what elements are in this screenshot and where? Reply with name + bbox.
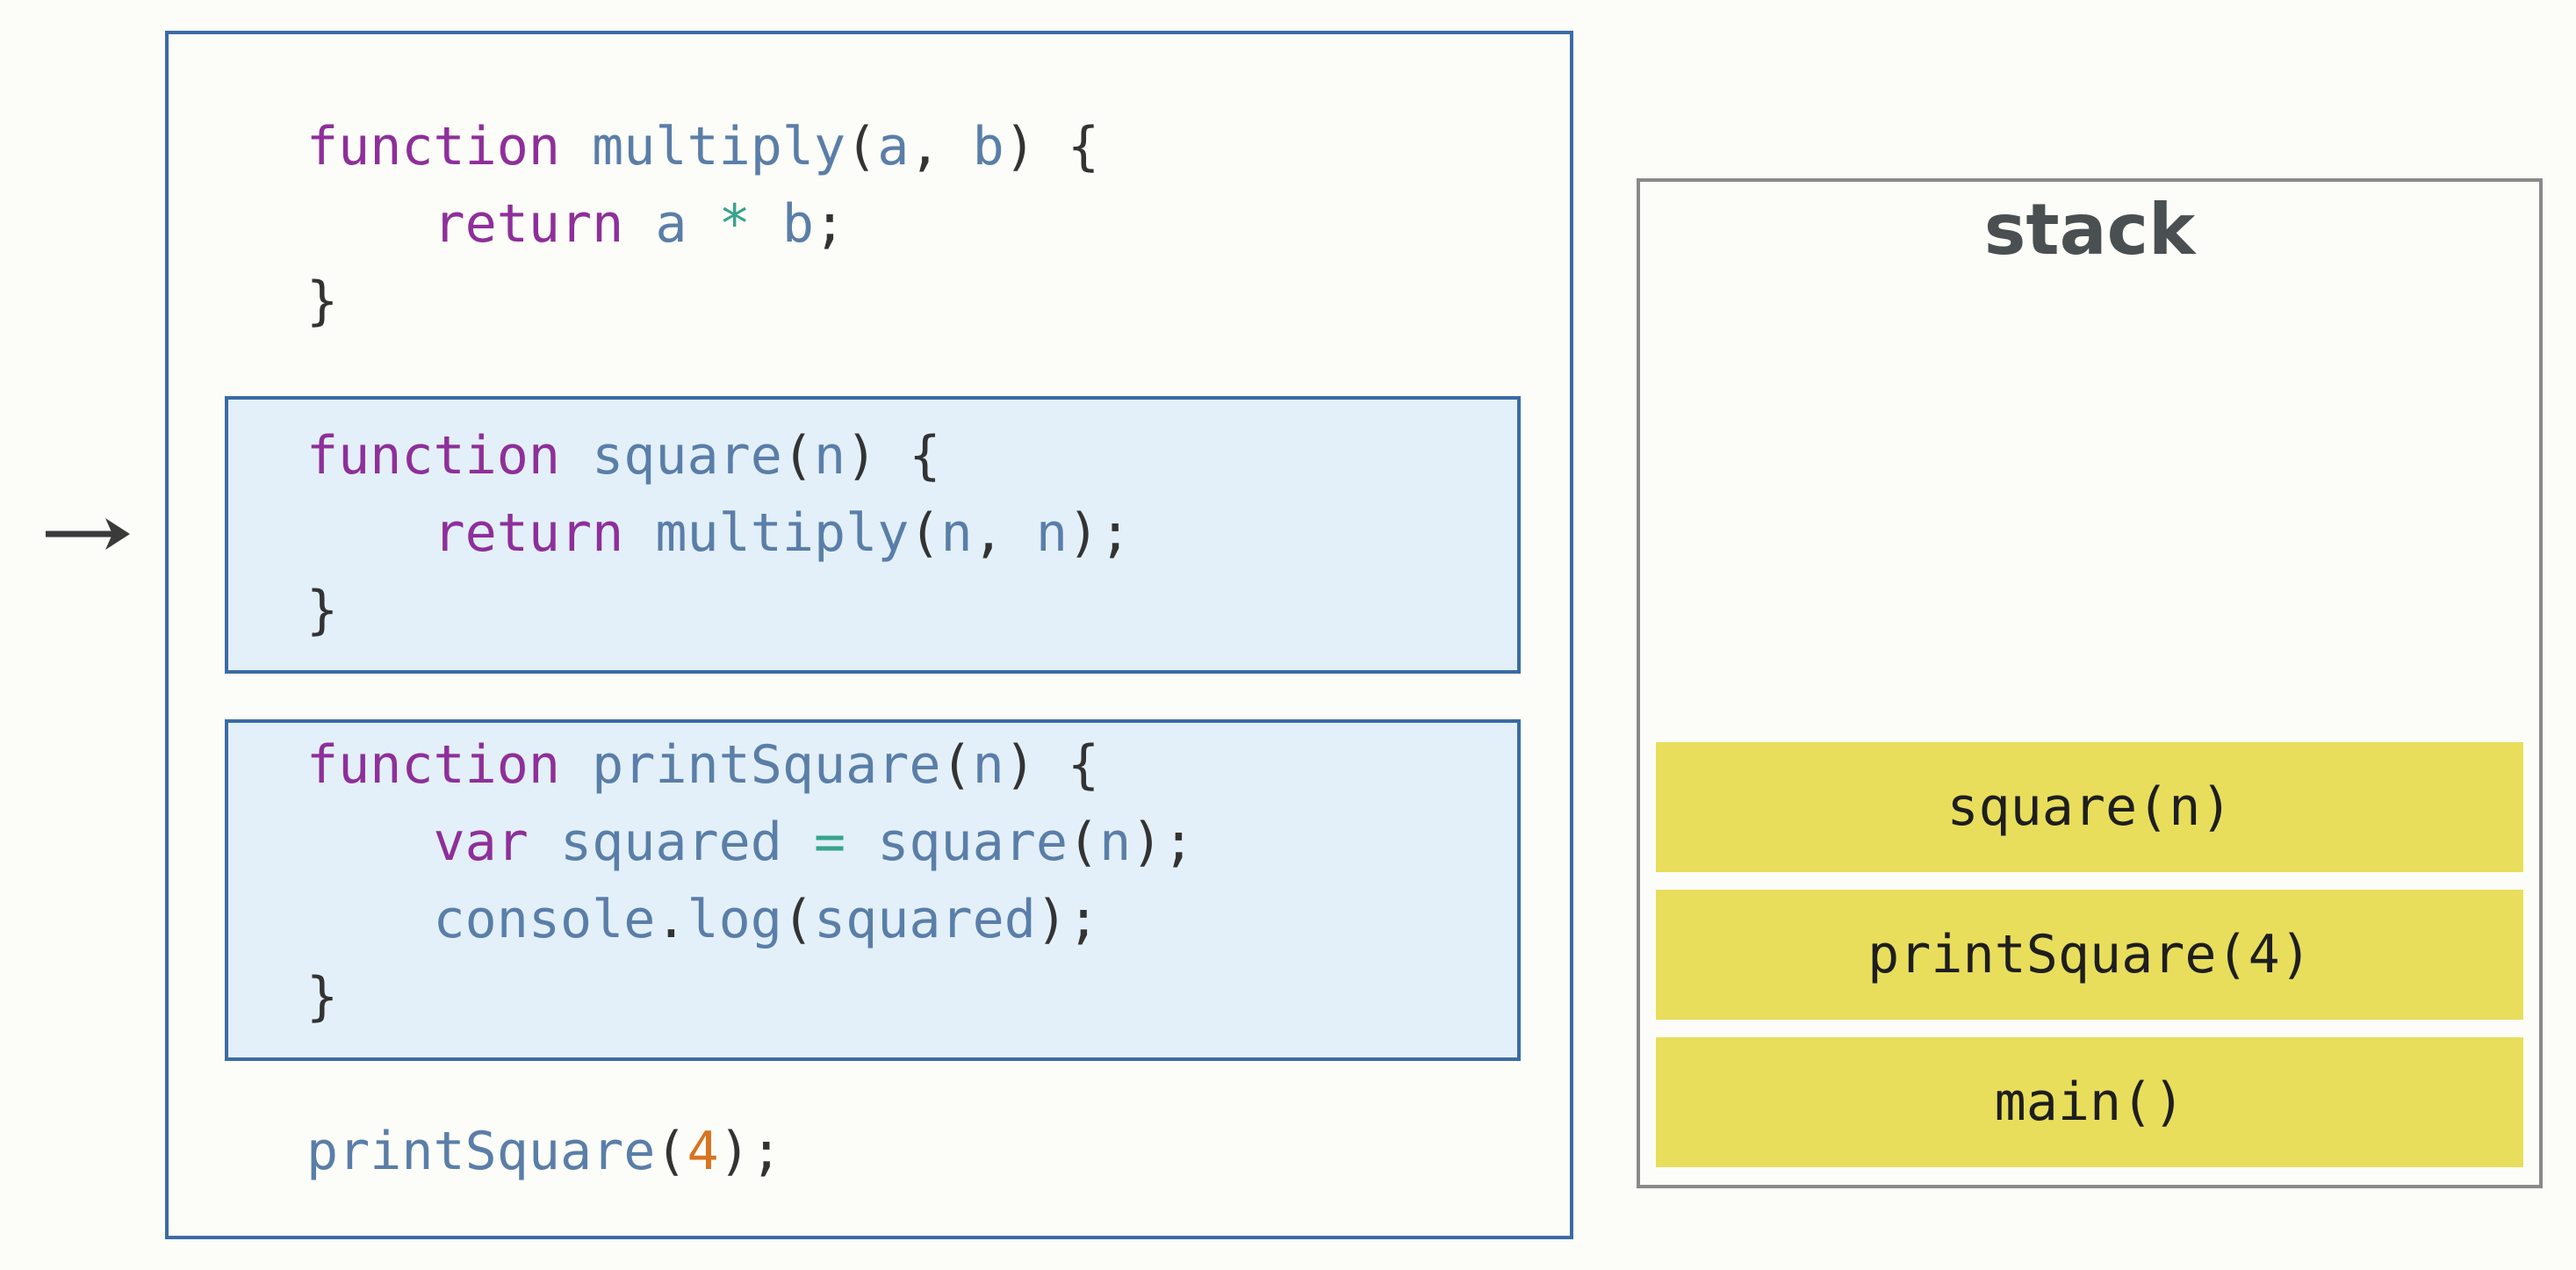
multiply-return-line: return a * b;	[306, 185, 846, 263]
method: log	[687, 889, 782, 950]
paren: (	[655, 1121, 687, 1182]
printsquare-log-line: console.log(squared);	[306, 881, 1100, 958]
paren: );	[718, 1121, 782, 1182]
printsquare-var-line: var squared = square(n);	[306, 804, 1195, 881]
param: a	[877, 116, 910, 177]
paren: (	[940, 734, 973, 796]
stack-frame: main()	[1656, 1037, 2523, 1167]
comma: ,	[909, 116, 941, 177]
function-call: square	[877, 812, 1068, 873]
multiply-declaration-line: function multiply(a, b) {	[306, 108, 1099, 185]
operator: =	[814, 812, 846, 873]
function-call: multiply	[655, 502, 910, 564]
square-function-highlight	[225, 396, 1521, 674]
paren: );	[1131, 812, 1195, 873]
argument: n	[940, 502, 973, 564]
dot: .	[655, 889, 687, 950]
stack-title: stack	[1983, 189, 2196, 271]
stack-panel	[1637, 178, 2543, 1188]
paren: )	[845, 425, 878, 487]
function-name: multiply	[592, 116, 846, 177]
printsquare-close-line: }	[306, 958, 338, 1035]
variable: squared	[560, 812, 782, 873]
paren: );	[1035, 889, 1100, 950]
param: n	[813, 425, 846, 487]
paren: (	[845, 116, 878, 177]
stack-frame: square(n)	[1656, 742, 2523, 872]
printsquare-declaration-line: function printSquare(n) {	[306, 726, 1099, 804]
printsquare-function-highlight	[225, 719, 1521, 1061]
function-name: square	[592, 425, 782, 487]
keyword: function	[306, 425, 560, 487]
brace: {	[1067, 116, 1100, 177]
paren: (	[1068, 812, 1100, 873]
argument: n	[1099, 812, 1132, 873]
brace: {	[1067, 734, 1100, 796]
paren: (	[781, 889, 814, 950]
printsquare-call-line: printSquare(4);	[306, 1113, 782, 1190]
brace: }	[306, 966, 339, 1028]
square-declaration-line: function square(n) {	[306, 417, 940, 494]
comma: ,	[972, 502, 1004, 564]
brace: }	[306, 580, 339, 641]
param: b	[972, 116, 1004, 177]
brace: {	[909, 425, 941, 487]
paren: (	[909, 502, 941, 564]
stack-frame: printSquare(4)	[1656, 890, 2523, 1020]
keyword: function	[306, 116, 560, 177]
square-close-line: }	[306, 572, 338, 649]
brace: }	[306, 271, 339, 332]
paren: )	[1004, 734, 1036, 796]
right-arrow-icon	[46, 518, 130, 550]
identifier: b	[781, 193, 814, 255]
function-name: printSquare	[592, 734, 941, 796]
paren: )	[1004, 116, 1036, 177]
param: n	[972, 734, 1004, 796]
argument: n	[1035, 502, 1068, 564]
keyword: function	[306, 734, 560, 796]
number-literal: 4	[687, 1121, 719, 1182]
identifier: a	[655, 193, 687, 255]
paren: );	[1067, 502, 1132, 564]
function-call: printSquare	[306, 1121, 656, 1182]
square-return-line: return multiply(n, n);	[306, 494, 1132, 572]
keyword: return	[433, 502, 624, 564]
object: console	[433, 889, 656, 950]
paren: (	[781, 425, 814, 487]
argument: squared	[814, 889, 1036, 950]
keyword: var	[433, 812, 529, 873]
keyword: return	[433, 193, 624, 255]
semicolon: ;	[814, 193, 846, 255]
multiply-close-line: }	[306, 263, 338, 340]
operator: *	[718, 193, 751, 255]
